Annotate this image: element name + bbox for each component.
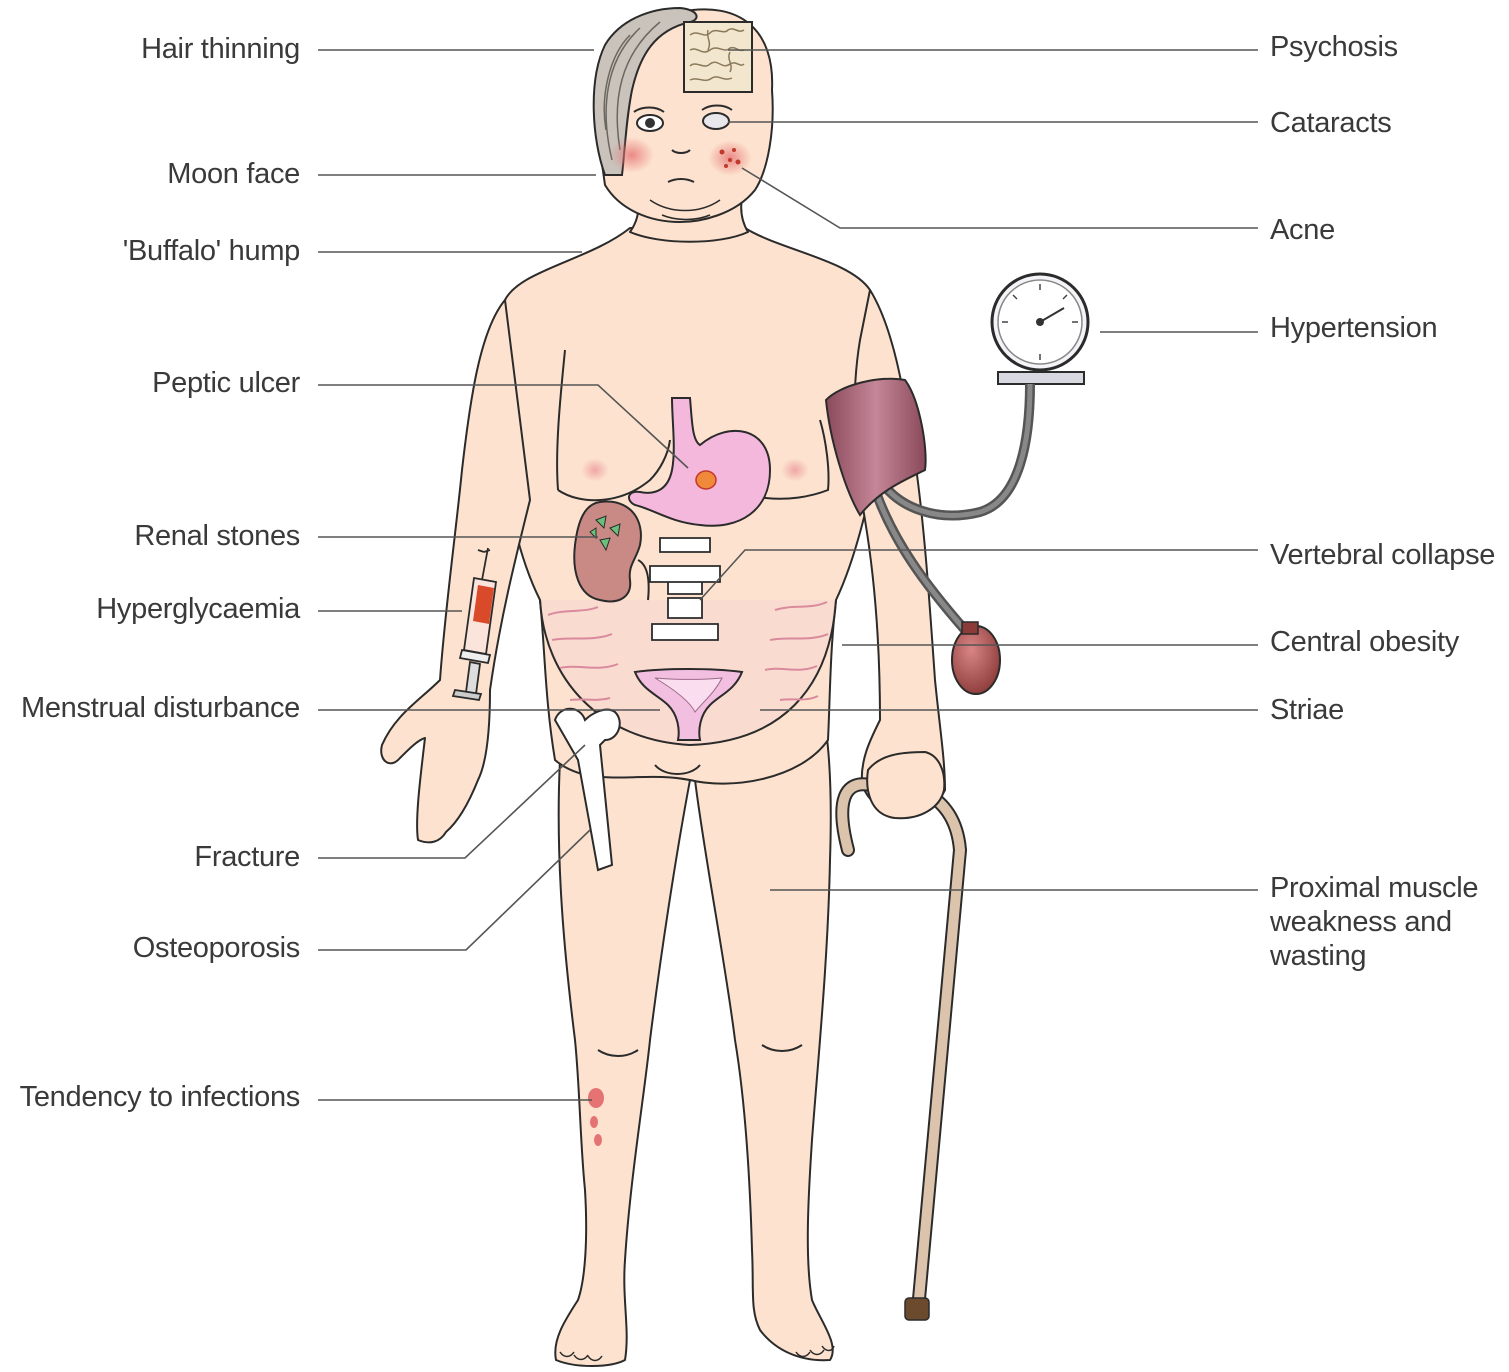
label-peptic-ulcer: Peptic ulcer [0, 366, 300, 400]
label-renal-stones: Renal stones [0, 519, 300, 553]
walking-cane-icon [842, 784, 960, 1320]
label-striae: Striae [1270, 693, 1344, 727]
right-hand [867, 752, 944, 818]
label-proximal-muscle-weakness: Proximal muscle weakness and wasting [1270, 871, 1509, 973]
label-hair-thinning: Hair thinning [0, 32, 300, 66]
label-vertebral-collapse: Vertebral collapse [1270, 538, 1495, 572]
label-cataracts: Cataracts [1270, 106, 1391, 140]
peptic-ulcer-spot [696, 471, 716, 489]
label-buffalo-hump: 'Buffalo' hump [0, 234, 300, 268]
brain-icon [684, 22, 752, 92]
left-arm [381, 300, 530, 842]
right-arm [855, 290, 945, 816]
label-tendency-to-infections: Tendency to infections [0, 1080, 300, 1114]
label-osteoporosis: Osteoporosis [0, 931, 300, 965]
label-fracture: Fracture [0, 840, 300, 874]
label-central-obesity: Central obesity [1270, 625, 1459, 659]
label-menstrual-disturbance: Menstrual disturbance [0, 691, 300, 725]
label-hyperglycaemia: Hyperglycaemia [0, 592, 300, 626]
label-moon-face: Moon face [0, 157, 300, 191]
label-acne: Acne [1270, 213, 1335, 247]
cataract-eye [703, 113, 729, 129]
left-leg [555, 760, 690, 1366]
label-hypertension: Hypertension [1270, 311, 1437, 345]
label-psychosis: Psychosis [1270, 30, 1398, 64]
